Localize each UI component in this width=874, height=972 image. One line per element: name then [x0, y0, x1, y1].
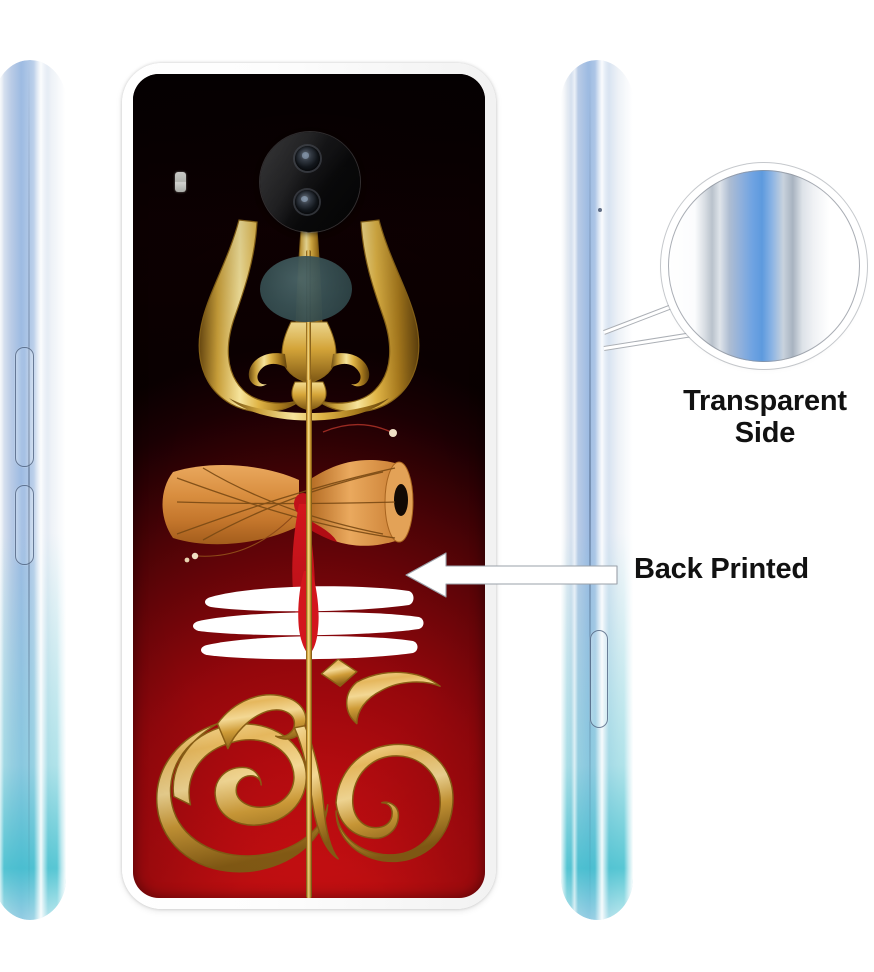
back-printed-label-text: Back Printed: [634, 553, 809, 585]
phone-left-edge-profile: [0, 60, 66, 920]
phone-right-edge-profile: [561, 60, 633, 920]
om-symbol-icon: [156, 659, 454, 873]
camera-module-cutout: [260, 132, 360, 232]
volume-up-button[interactable]: [15, 347, 34, 467]
transparent-side-label-word-1: Transparent: [683, 385, 847, 417]
trishul-staff: [306, 374, 312, 898]
transparent-side-label-word-2: Side: [734, 417, 796, 450]
power-button[interactable]: [590, 630, 608, 728]
artwork-vignette: [133, 74, 485, 898]
transparent-side-magnifier: [668, 170, 860, 362]
right-profile-mic-hole: [598, 208, 602, 212]
dual-led-flash-cutout: [175, 172, 186, 192]
magnifier-glass: [668, 170, 860, 362]
phone-back-cover: [122, 63, 496, 909]
back-printed-callout-arrow: [404, 551, 618, 599]
volume-down-button[interactable]: [15, 485, 34, 565]
magnifier-zoomed-edge-texture: [668, 170, 860, 362]
right-profile-right-edge: [624, 60, 633, 920]
right-profile-seam: [589, 60, 591, 920]
camera-lens-secondary: [295, 190, 319, 214]
left-profile-right-edge: [57, 60, 66, 920]
back-printed-label: Back Printed: [634, 553, 874, 585]
case-printed-artwork: [133, 74, 485, 898]
thread-bead-icon: [322, 423, 397, 437]
camera-lens-primary: [295, 146, 320, 171]
right-profile-surface: [561, 60, 633, 920]
right-profile-body: [561, 60, 633, 920]
right-profile-left-edge: [561, 60, 567, 920]
teal-reflection-disc: [260, 256, 352, 322]
